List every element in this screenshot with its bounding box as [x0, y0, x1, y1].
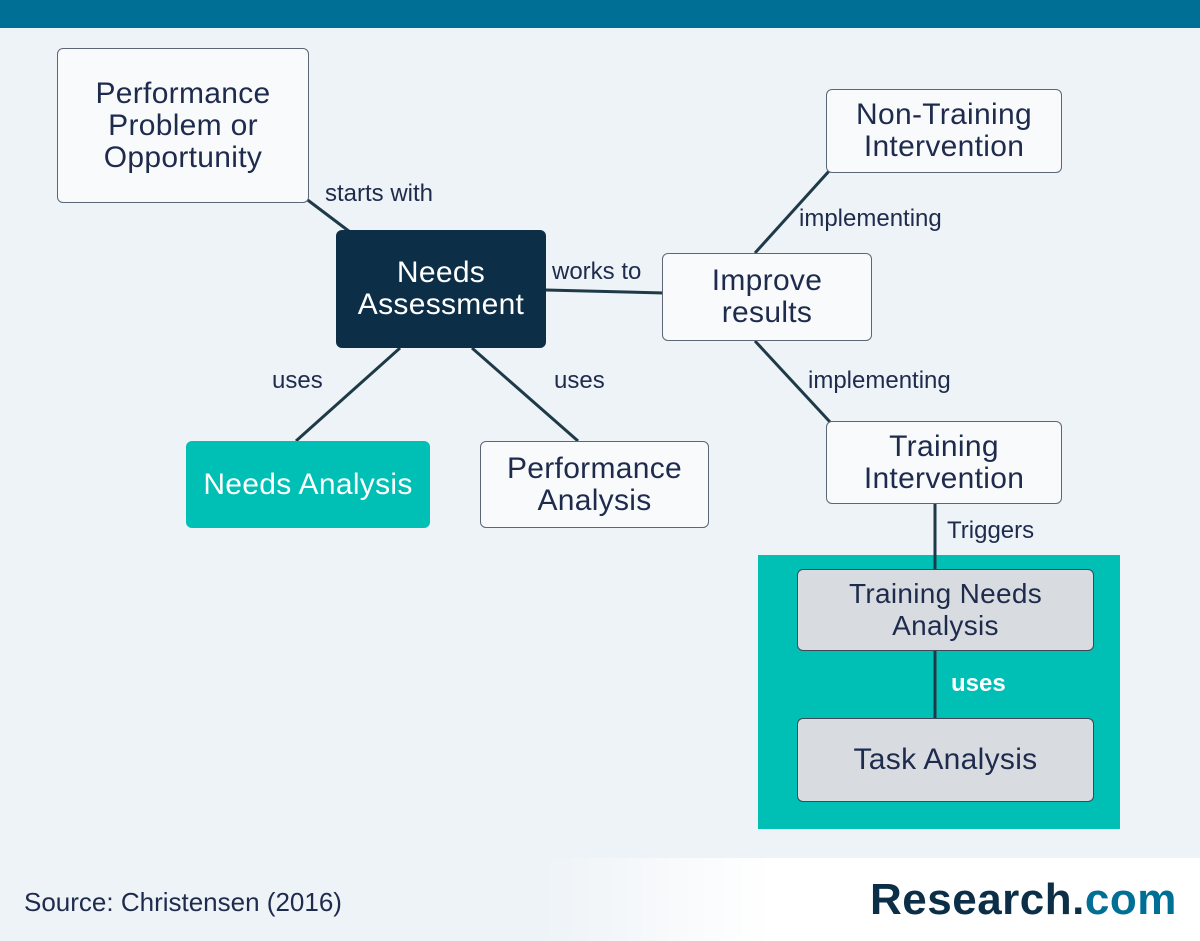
node-needs-analysis: Needs Analysis	[186, 441, 430, 528]
node-training-intervention: Training Intervention	[826, 421, 1062, 504]
edge-label-uses-inner: uses	[951, 670, 1006, 697]
connector-uses-right	[471, 346, 579, 443]
connector-implementing-top	[753, 168, 832, 255]
node-performance-problem-label: Performance Problem or Opportunity	[95, 76, 271, 174]
node-needs-analysis-label: Needs Analysis	[203, 467, 413, 501]
source-caption: Source: Christensen (2016)	[24, 887, 342, 917]
node-improve-results-label: Improve results	[711, 264, 823, 329]
edge-label-triggers: Triggers	[947, 517, 1035, 544]
node-training-intervention-label: Training Intervention	[863, 429, 1025, 495]
node-performance-analysis-label: Performance Analysis	[506, 451, 683, 517]
node-non-training-intervention: Non-Training Intervention	[826, 89, 1062, 173]
edge-label-works-to: works to	[552, 258, 642, 285]
connector-implementing-bottom	[753, 339, 832, 424]
connector-starts-with	[304, 196, 351, 234]
footer-background	[540, 858, 1200, 941]
node-training-needs-analysis: Training Needs Analysis	[797, 569, 1094, 651]
node-training-needs-analysis-label: Training Needs Analysis	[848, 578, 1043, 641]
connector-uses-left	[295, 346, 401, 443]
edge-label-uses-right: uses	[554, 367, 605, 394]
logo-dot: .	[1072, 875, 1085, 924]
node-needs-assessment-label: Needs Assessment	[357, 256, 525, 321]
edge-label-uses-left: uses	[272, 367, 323, 394]
logo-main-text: Research	[870, 875, 1073, 924]
node-needs-assessment: Needs Assessment	[336, 230, 546, 348]
edge-label-implementing-top: implementing	[799, 205, 942, 232]
node-performance-analysis: Performance Analysis	[480, 441, 709, 528]
connector-works-to	[545, 288, 665, 295]
edge-label-starts-with: starts with	[325, 180, 434, 207]
research-com-logo: Research.com	[870, 873, 1177, 927]
node-task-analysis-label: Task Analysis	[853, 743, 1038, 776]
node-non-training-label: Non-Training Intervention	[856, 98, 1032, 163]
logo-tld-text: com	[1084, 875, 1177, 924]
node-improve-results: Improve results	[662, 253, 872, 341]
node-performance-problem: Performance Problem or Opportunity	[57, 48, 309, 203]
top-bar	[0, 0, 1200, 28]
node-task-analysis: Task Analysis	[797, 718, 1094, 802]
edge-label-implementing-bottom: implementing	[808, 367, 951, 394]
